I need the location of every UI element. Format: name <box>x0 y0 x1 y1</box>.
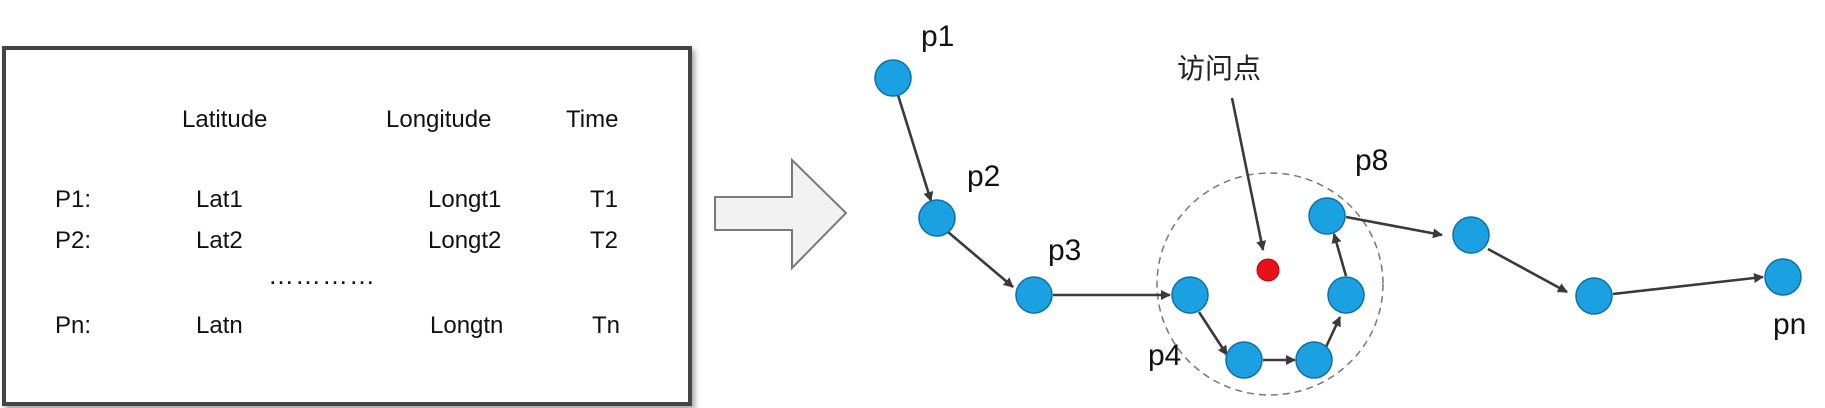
visit-point-pointer <box>1230 97 1267 251</box>
edge-p9-p10 <box>1487 247 1568 294</box>
node-p4 <box>1171 276 1209 314</box>
row-pn-lat: Latn <box>196 312 243 339</box>
edge-p7-p8 <box>1331 233 1348 277</box>
row-pn-time: Tn <box>592 312 620 339</box>
stay-point-cluster-circle <box>1156 172 1384 396</box>
label-p3: p3 <box>1048 234 1081 267</box>
row-p1-lon: Longt1 <box>428 186 501 213</box>
row-p2-id: P2: <box>55 227 91 254</box>
label-p2: p2 <box>967 160 1000 193</box>
row-p2-lat: Lat2 <box>196 227 243 254</box>
edge-p1-p2 <box>896 94 934 202</box>
label-p4: p4 <box>1148 339 1181 372</box>
label-visit-point: 访问点 <box>1177 52 1261 85</box>
header-longitude: Longitude <box>386 106 491 133</box>
node-p8 <box>1308 197 1346 235</box>
node-p1 <box>874 59 912 97</box>
row-pn-lon: Longtn <box>430 312 503 339</box>
node-p9 <box>1452 216 1490 254</box>
row-p1-lat: Lat1 <box>196 186 243 213</box>
node-p6 <box>1295 341 1333 379</box>
node-p2 <box>918 199 956 237</box>
header-latitude: Latitude <box>182 106 267 133</box>
table-border <box>2 46 692 406</box>
node-p3 <box>1015 276 1053 314</box>
table-ellipsis: ………… <box>268 260 376 290</box>
row-p2-time: T2 <box>590 227 618 254</box>
edge-p8-p9 <box>1345 215 1443 239</box>
row-pn-id: Pn: <box>55 312 91 339</box>
row-p1-time: T1 <box>590 186 618 213</box>
label-p8: p8 <box>1355 144 1388 177</box>
row-p2-lon: Longt2 <box>428 227 501 254</box>
node-pn <box>1764 258 1802 296</box>
gps-table-box: Latitude Longitude Time P1: Lat1 Longt1 … <box>2 46 692 406</box>
label-pn: pn <box>1773 308 1806 341</box>
node-p5 <box>1225 341 1263 379</box>
row-p1-id: P1: <box>55 186 91 213</box>
edge-p2-p3 <box>947 231 1014 288</box>
label-p1: p1 <box>921 20 954 53</box>
header-time: Time <box>566 106 618 133</box>
node-p10 <box>1575 277 1613 315</box>
trajectory-nodes <box>874 59 1802 379</box>
edge-p4-p5 <box>1197 311 1229 356</box>
transform-arrow-icon <box>714 157 848 271</box>
edge-p10-pn <box>1612 273 1764 296</box>
edge-p6-p7 <box>1324 316 1342 348</box>
trajectory-edges <box>896 94 1764 365</box>
visit-point-dot <box>1256 258 1280 282</box>
node-p7 <box>1327 276 1365 314</box>
